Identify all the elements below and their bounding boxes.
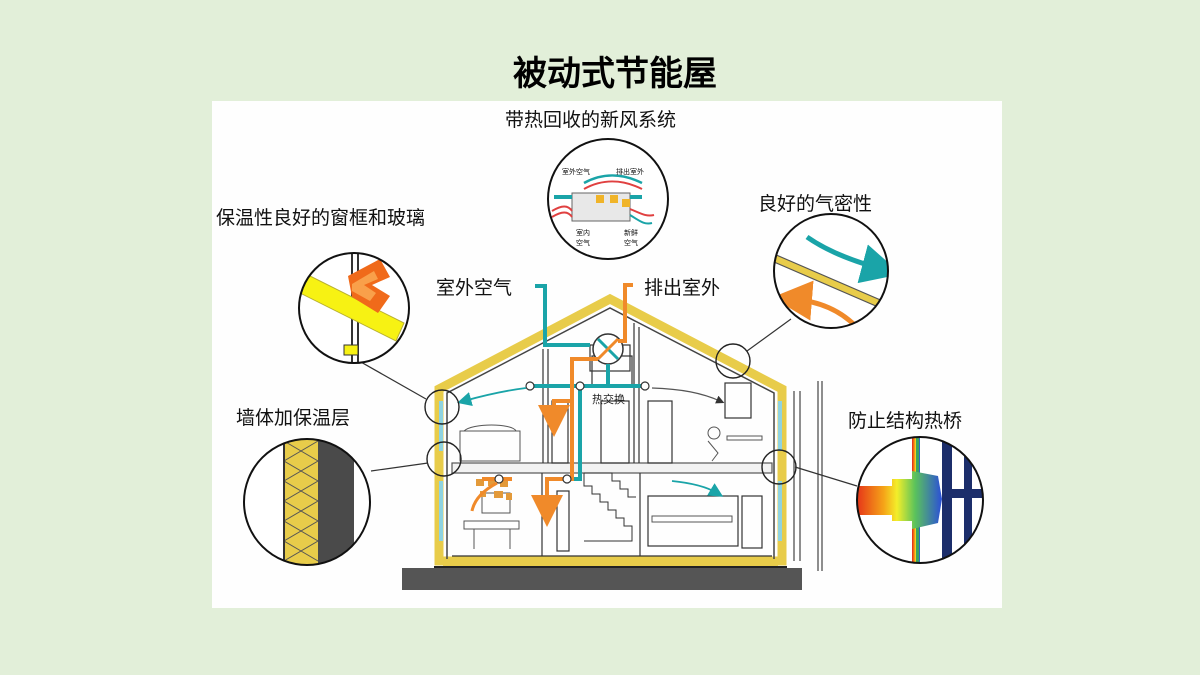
label-windows: 保温性良好的窗框和玻璃	[216, 207, 426, 229]
label-wall-insulation: 墙体加保温层	[236, 407, 351, 429]
duct-outlets	[494, 381, 650, 484]
exhaust-ducts	[482, 283, 633, 527]
inset-windows	[298, 252, 410, 364]
inset-exhaust-text: 排出室外	[616, 167, 644, 176]
inset-fresh-text-2: 空气	[624, 238, 638, 247]
slide-title: 被动式节能屋	[513, 54, 717, 94]
inset-wall-insulation	[243, 438, 371, 566]
staircase	[583, 472, 636, 542]
label-ventilation: 带热回收的新风系统	[505, 109, 677, 131]
inset-indoor-text-1: 室内	[576, 228, 590, 237]
label-thermal-bridge: 防止结构热桥	[848, 410, 963, 432]
exterior-facade	[793, 381, 823, 571]
inset-outdoor-air-text: 室外空气	[562, 167, 590, 176]
label-outdoor-air: 室外空气	[436, 277, 513, 299]
inset-indoor-text-2: 空气	[576, 238, 590, 247]
inset-airtightness	[773, 213, 889, 329]
heat-exchange-label: 热交换	[592, 392, 625, 406]
label-exhaust: 排出室外	[644, 277, 721, 299]
label-airtightness: 良好的气密性	[758, 193, 873, 215]
inset-ventilation: 室外空气 排出室外 室内 空气 新鲜 空气	[547, 138, 669, 260]
inset-thermal-bridge	[856, 436, 984, 564]
ground-slab	[402, 568, 802, 590]
diagram-panel: 热交换	[212, 101, 1002, 608]
passive-house-diagram: 热交换	[243, 138, 984, 590]
inset-fresh-text-1: 新鲜	[624, 228, 638, 237]
